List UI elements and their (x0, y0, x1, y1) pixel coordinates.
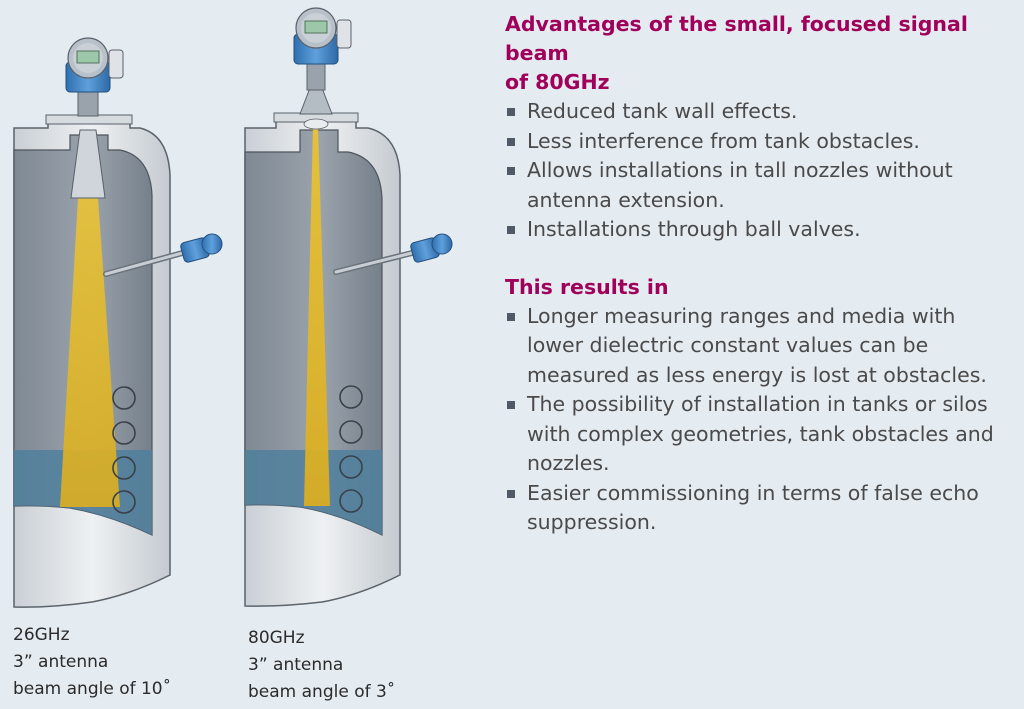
bullet-text-line: with complex geometries, tank obstacles … (527, 421, 994, 446)
bullet-square-icon (507, 312, 515, 321)
caption-frequency: 80GHz (248, 628, 305, 648)
text-panel: Advantages of the small, focused signal … (505, 10, 1020, 538)
bullet-text-line: suppression. (527, 510, 657, 534)
bullet-text-line: Reduced tank wall effects. (527, 99, 798, 123)
tank-80ghz (244, 7, 453, 607)
caption-antenna: 3” antenna (13, 652, 109, 672)
bullet-square-icon (507, 226, 515, 234)
advantages-list: Reduced tank wall effects. Less interfere… (505, 97, 1020, 245)
bullet-item: Longer measuring ranges and media with lo… (505, 302, 1020, 391)
bullet-item: Installations through ball valves. (505, 215, 1020, 245)
results-heading: This results in (505, 274, 669, 299)
bullet-text-line: Easier commissioning in terms of false e… (527, 480, 979, 505)
bullet-square-icon (507, 108, 515, 116)
bullet-item: Reduced tank wall effects. (505, 97, 1020, 127)
radar-beam-wide (60, 198, 120, 507)
bullet-square-icon (507, 489, 515, 498)
bullet-text-line: The possibility of installation in tanks… (527, 392, 988, 416)
bullet-square-icon (507, 167, 515, 175)
tank-obstacles (339, 385, 363, 513)
bullet-text-line: nozzles. (527, 451, 610, 475)
bullet-text-line: antenna extension. (527, 187, 725, 212)
bullet-text-line: Installations through ball valves. (527, 217, 861, 241)
advantages-heading-line: of 80GHz (505, 70, 610, 94)
advantages-heading-line: Advantages of the small, focused signal … (505, 12, 968, 65)
level-probe-device (103, 233, 223, 277)
bullet-item: Allows installations in tall nozzles wit… (505, 156, 1020, 215)
results-list: Longer measuring ranges and media with lo… (505, 302, 1020, 538)
bullet-item: Easier commissioning in terms of false e… (505, 479, 1020, 538)
bullet-square-icon (507, 137, 515, 146)
bullet-square-icon (507, 401, 515, 409)
bullet-text-line: lower dielectric constant values can be (527, 333, 929, 357)
bullet-item: Less interference from tank obstacles. (505, 127, 1020, 157)
bullet-text-line: Less interference from tank obstacles. (527, 128, 920, 153)
bullet-text-line: measured as less energy is lost at obsta… (527, 362, 987, 387)
bullet-text-line: Longer measuring ranges and media with (527, 303, 956, 328)
tank-26ghz (13, 37, 223, 608)
radar-beam-narrow (304, 126, 330, 506)
caption-antenna: 3” antenna (248, 655, 344, 675)
transmitter-head (293, 7, 352, 65)
level-probe-device (333, 233, 453, 275)
tank-obstacles (112, 386, 136, 514)
caption-beam-angle: beam angle of 3˚ (248, 682, 396, 702)
bullet-text-line: Allows installations in tall nozzles wit… (527, 158, 953, 182)
advantages-heading: Advantages of the small, focused signal … (505, 10, 1020, 97)
bullet-item: The possibility of installation in tanks… (505, 390, 1020, 479)
caption-80ghz: 80GHz 3” antenna beam angle of 3˚ (248, 625, 395, 706)
transmitter-head (65, 37, 124, 93)
horn-antenna (70, 129, 106, 199)
caption-beam-angle: beam angle of 10˚ (13, 679, 172, 699)
caption-26ghz: 26GHz 3” antenna beam angle of 10˚ (13, 622, 171, 703)
caption-frequency: 26GHz (13, 625, 70, 645)
